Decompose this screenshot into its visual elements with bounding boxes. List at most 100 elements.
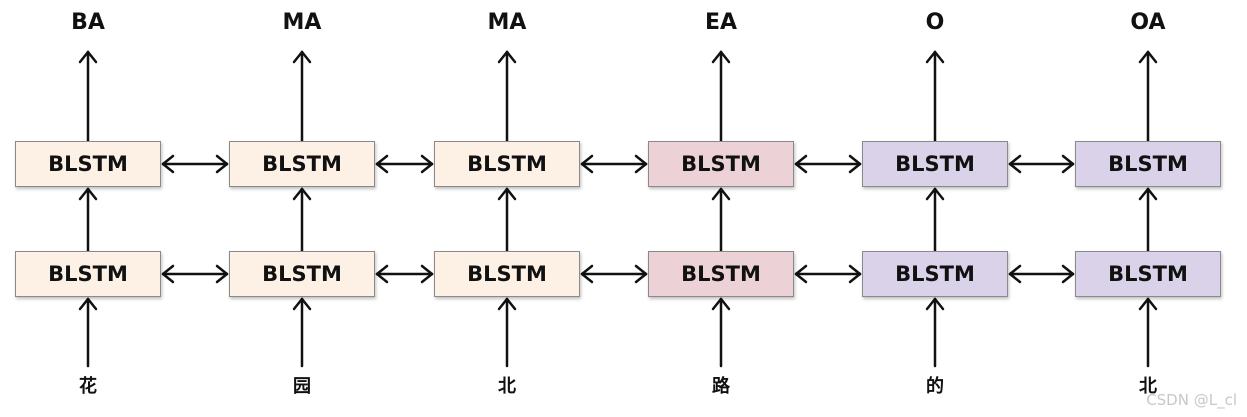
- output-arrow-6-head-right: [1146, 50, 1158, 64]
- upper-blstm-3: BLSTM: [434, 141, 580, 187]
- inter-layer-arrow-2-head-right: [300, 187, 312, 201]
- output-arrow-3-head-left: [497, 50, 509, 64]
- lower-bi-arrow-3-head-b: [580, 272, 594, 284]
- char-3: 北: [498, 376, 516, 397]
- input-arrow-1-head-left: [78, 297, 90, 311]
- lower-bi-arrow-4-head-c: [848, 264, 862, 276]
- lower-bi-arrow-2-head-d: [420, 272, 434, 284]
- lower-bi-arrow-2-head-b: [375, 272, 389, 284]
- input-arrow-3-head-right: [505, 297, 517, 311]
- lower-bi-arrow-1-head-d: [215, 272, 229, 284]
- lower-bi-arrow-1-head-a: [161, 264, 175, 276]
- lower-bi-arrow-4-head-b: [794, 272, 808, 284]
- char-6: 北: [1139, 376, 1157, 397]
- lower-bi-arrow-5-head-d: [1061, 272, 1075, 284]
- upper-bi-arrow-5-head-c: [1061, 154, 1075, 166]
- upper-bi-arrow-3-head-a: [580, 154, 594, 166]
- lower-bi-arrow-4-head-a: [794, 264, 808, 276]
- output-arrow-2-head-right: [300, 50, 312, 64]
- lower-blstm-2: BLSTM: [229, 251, 375, 297]
- tag-6: OA: [1130, 10, 1166, 35]
- input-arrow-3-head-left: [497, 297, 509, 311]
- upper-bi-arrow-3-head-c: [634, 154, 648, 166]
- upper-bi-arrow-2-head-b: [375, 162, 389, 174]
- lower-bi-arrow-2-head-c: [420, 264, 434, 276]
- tag-2: MA: [282, 10, 322, 35]
- output-arrow-1-head-right: [86, 50, 98, 64]
- tag-5: O: [925, 10, 945, 35]
- output-arrow-3-head-right: [505, 50, 517, 64]
- upper-bi-arrow-3-head-d: [634, 162, 648, 174]
- output-arrow-5-head-left: [925, 50, 937, 64]
- upper-bi-arrow-1-head-c: [215, 154, 229, 166]
- upper-bi-arrow-1-head-a: [161, 154, 175, 166]
- upper-bi-arrow-4-head-d: [848, 162, 862, 174]
- upper-bi-arrow-4-head-a: [794, 154, 808, 166]
- inter-layer-arrow-1-head-right: [86, 187, 98, 201]
- lower-bi-arrow-1-head-b: [161, 272, 175, 284]
- input-arrow-4-head-right: [719, 297, 731, 311]
- output-arrow-1-head-left: [78, 50, 90, 64]
- upper-bi-arrow-5-head-b: [1008, 162, 1022, 174]
- output-arrow-4-head-left: [711, 50, 723, 64]
- upper-bi-arrow-2-head-a: [375, 154, 389, 166]
- upper-bi-arrow-5-head-a: [1008, 154, 1022, 166]
- inter-layer-arrow-6-head-right: [1146, 187, 1158, 201]
- tag-4: EA: [704, 10, 738, 35]
- input-arrow-5-head-right: [933, 297, 945, 311]
- upper-bi-arrow-3-head-b: [580, 162, 594, 174]
- upper-blstm-6: BLSTM: [1075, 141, 1221, 187]
- upper-bi-arrow-4-head-c: [848, 154, 862, 166]
- inter-layer-arrow-5-head-left: [925, 187, 937, 201]
- char-5: 的: [926, 376, 944, 397]
- lower-blstm-1: BLSTM: [15, 251, 161, 297]
- upper-bi-arrow-2-head-d: [420, 162, 434, 174]
- char-1: 花: [79, 376, 97, 397]
- lower-bi-arrow-2-head-a: [375, 264, 389, 276]
- upper-bi-arrow-1-head-d: [215, 162, 229, 174]
- upper-blstm-4: BLSTM: [648, 141, 794, 187]
- input-arrow-2-head-left: [292, 297, 304, 311]
- inter-layer-arrow-2-head-left: [292, 187, 304, 201]
- watermark: CSDN @L_cl: [1146, 391, 1237, 409]
- inter-layer-arrow-4-head-left: [711, 187, 723, 201]
- lower-bi-arrow-1-head-c: [215, 264, 229, 276]
- upper-bi-arrow-2-head-c: [420, 154, 434, 166]
- lower-bi-arrow-3-head-c: [634, 264, 648, 276]
- input-arrow-1-head-right: [86, 297, 98, 311]
- input-arrow-6-head-left: [1138, 297, 1150, 311]
- char-2: 园: [293, 376, 311, 397]
- lower-blstm-5: BLSTM: [862, 251, 1008, 297]
- lower-bi-arrow-5-head-b: [1008, 272, 1022, 284]
- tag-1: BA: [71, 10, 105, 35]
- upper-blstm-1: BLSTM: [15, 141, 161, 187]
- lower-blstm-3: BLSTM: [434, 251, 580, 297]
- char-4: 路: [712, 376, 730, 397]
- output-arrow-2-head-left: [292, 50, 304, 64]
- inter-layer-arrow-3-head-right: [505, 187, 517, 201]
- input-arrow-2-head-right: [300, 297, 312, 311]
- arrows-layer: [78, 50, 1158, 368]
- upper-bi-arrow-4-head-b: [794, 162, 808, 174]
- inter-layer-arrow-4-head-right: [719, 187, 731, 201]
- input-arrow-4-head-left: [711, 297, 723, 311]
- output-arrow-6-head-left: [1138, 50, 1150, 64]
- inter-layer-arrow-1-head-left: [78, 187, 90, 201]
- inter-layer-arrow-5-head-right: [933, 187, 945, 201]
- tag-3: MA: [487, 10, 527, 35]
- upper-bi-arrow-5-head-d: [1061, 162, 1075, 174]
- output-arrow-5-head-right: [933, 50, 945, 64]
- lower-bi-arrow-5-head-c: [1061, 264, 1075, 276]
- lower-bi-arrow-3-head-d: [634, 272, 648, 284]
- input-arrow-5-head-left: [925, 297, 937, 311]
- input-arrow-6-head-right: [1146, 297, 1158, 311]
- lower-blstm-6: BLSTM: [1075, 251, 1221, 297]
- lower-bi-arrow-3-head-a: [580, 264, 594, 276]
- inter-layer-arrow-6-head-left: [1138, 187, 1150, 201]
- upper-blstm-5: BLSTM: [862, 141, 1008, 187]
- output-arrow-4-head-right: [719, 50, 731, 64]
- lower-bi-arrow-4-head-d: [848, 272, 862, 284]
- lower-blstm-4: BLSTM: [648, 251, 794, 297]
- upper-bi-arrow-1-head-b: [161, 162, 175, 174]
- upper-blstm-2: BLSTM: [229, 141, 375, 187]
